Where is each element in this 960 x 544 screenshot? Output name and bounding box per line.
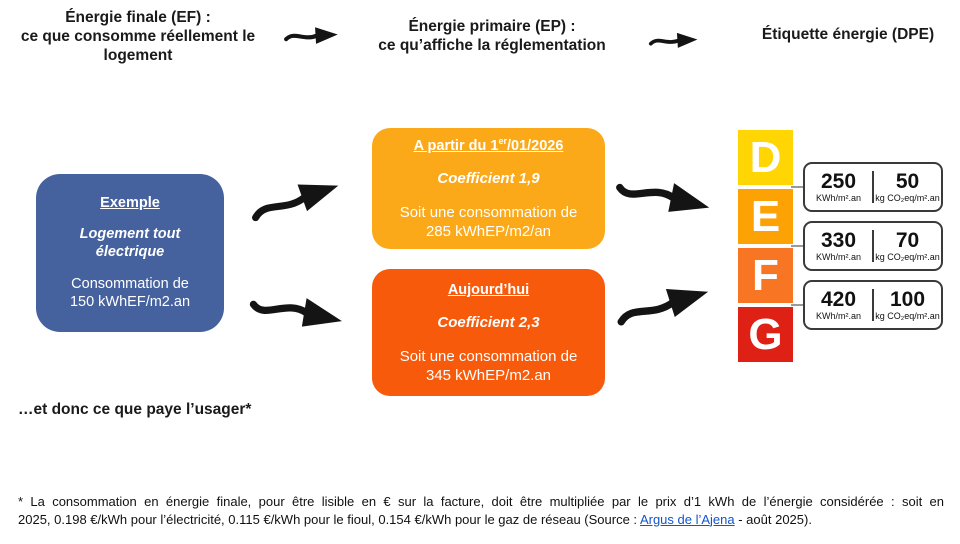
carbon-threshold: 50 kg CO₂eq/m².an xyxy=(874,164,941,210)
dpe-label-e: E xyxy=(738,189,793,244)
threshold-box-ef: 330 KWh/m².an 70 kg CO₂eq/m².an xyxy=(803,221,943,271)
example-subtitle-line: électrique xyxy=(95,244,165,260)
example-body-line: Consommation de xyxy=(71,276,189,292)
arrow-icon xyxy=(608,153,729,237)
threshold-connector-line xyxy=(791,245,804,247)
carbon-threshold: 70 kg CO₂eq/m².an xyxy=(874,223,941,269)
arrow-icon xyxy=(283,18,345,50)
footnote-line1: * La consommation en énergie finale, pou… xyxy=(18,494,944,509)
header-etiquette-energie: Étiquette énergie (DPE) xyxy=(740,25,956,44)
scenario-coefficient: Coefficient 2,3 xyxy=(437,313,540,331)
arrow-icon xyxy=(243,271,361,350)
header-energie-primaire: Énergie primaire (EP) : ce qu’affiche la… xyxy=(372,17,612,55)
dpe-label-f: F xyxy=(738,248,793,303)
carbon-unit: kg CO₂eq/m².an xyxy=(875,193,940,203)
dpe-letter-text: F xyxy=(752,251,779,300)
threshold-connector-line xyxy=(791,186,804,188)
dpe-letter-text: D xyxy=(749,133,782,182)
footnote-text: 2025, 0.198 €/kWh pour l’électricité, 0.… xyxy=(18,511,640,527)
dpe-label-g: G xyxy=(738,307,793,362)
scenario-body-line: 345 kWhEP/m2.an xyxy=(425,366,552,384)
header-line: ce que consomme réellement le xyxy=(20,28,256,45)
scenario-title: A partir du 1er/01/2026 xyxy=(414,136,564,154)
scenario-consumption: Soit une consommation de 285 kWhEP/m2/an xyxy=(400,203,578,241)
threshold-connector-line xyxy=(791,304,804,306)
carbon-threshold: 100 kg CO₂eq/m².an xyxy=(874,282,941,328)
scenario-body-line: 285 kWhEP/m2/an xyxy=(425,222,552,240)
scenario-title-text: Aujourd’hui xyxy=(447,281,530,298)
arrow-icon xyxy=(240,154,357,237)
example-box: Exemple Logement tout électrique Consomm… xyxy=(36,174,224,332)
threshold-box-fg: 420 KWh/m².an 100 kg CO₂eq/m².an xyxy=(803,280,943,330)
scenario-title-text: A partir du 1 xyxy=(413,137,499,154)
energy-threshold: 420 KWh/m².an xyxy=(805,282,872,328)
argus-ajena-link[interactable]: Argus de l’Ajena xyxy=(639,511,735,527)
dpe-letter-text: E xyxy=(750,192,781,241)
example-body-line: 150 kWhEF/m2.an xyxy=(69,294,191,310)
arrow-icon xyxy=(607,260,728,343)
energy-threshold: 330 KWh/m².an xyxy=(805,223,872,269)
scenario-title-sup: er xyxy=(498,136,507,147)
scenario-body-line: Soit une consommation de xyxy=(399,203,578,221)
header-line: Énergie finale (EF) : xyxy=(65,9,211,26)
scenario-title: Aujourd’hui xyxy=(448,280,529,298)
divider xyxy=(872,289,874,321)
energy-threshold: 250 KWh/m².an xyxy=(805,164,872,210)
header-line: Étiquette énergie (DPE) xyxy=(761,26,935,43)
carbon-unit: kg CO₂eq/m².an xyxy=(875,311,940,321)
header-line: logement xyxy=(103,47,173,64)
carbon-value: 50 xyxy=(895,170,920,193)
threshold-box-de: 250 KWh/m².an 50 kg CO₂eq/m².an xyxy=(803,162,943,212)
header-line: ce qu’affiche la réglementation xyxy=(378,37,606,54)
footnote-line2: 2025, 0.198 €/kWh pour l’électricité, 0.… xyxy=(18,511,944,529)
example-consumption: Consommation de 150 kWhEF/m2.an xyxy=(70,275,190,311)
scenario-2026-box: A partir du 1er/01/2026 Coefficient 1,9 … xyxy=(372,128,605,249)
energy-unit: KWh/m².an xyxy=(815,252,861,262)
example-subtitle: Logement tout électrique xyxy=(80,225,181,261)
arrow-icon xyxy=(648,24,704,54)
carbon-unit: kg CO₂eq/m².an xyxy=(875,252,940,262)
header-line: Énergie primaire (EP) : xyxy=(408,18,576,35)
energy-value: 420 xyxy=(820,288,857,311)
footnote-text: - août 2025). xyxy=(734,511,812,527)
scenario-body-line: Soit une consommation de xyxy=(399,347,578,365)
example-title: Exemple xyxy=(100,195,160,211)
example-subtitle-line: Logement tout xyxy=(79,226,181,242)
carbon-value: 100 xyxy=(889,288,926,311)
energy-unit: KWh/m².an xyxy=(815,193,861,203)
energy-unit: KWh/m².an xyxy=(815,311,861,321)
energy-value: 250 xyxy=(820,170,857,193)
scenario-today-box: Aujourd’hui Coefficient 2,3 Soit une con… xyxy=(372,269,605,396)
scenario-coefficient: Coefficient 1,9 xyxy=(437,169,540,187)
header-energie-finale: Énergie finale (EF) : ce que consomme ré… xyxy=(10,8,266,65)
footnote: * La consommation en énergie finale, pou… xyxy=(18,493,944,528)
divider xyxy=(872,230,874,262)
carbon-value: 70 xyxy=(895,229,920,252)
dpe-label-d: D xyxy=(738,130,793,185)
dpe-letter-text: G xyxy=(748,310,783,359)
usager-note: …et donc ce que paye l’usager* xyxy=(18,401,252,418)
scenario-consumption: Soit une consommation de 345 kWhEP/m2.an xyxy=(400,347,578,385)
scenario-title-rest: /01/2026 xyxy=(506,137,564,154)
energy-value: 330 xyxy=(820,229,857,252)
divider xyxy=(872,171,874,203)
